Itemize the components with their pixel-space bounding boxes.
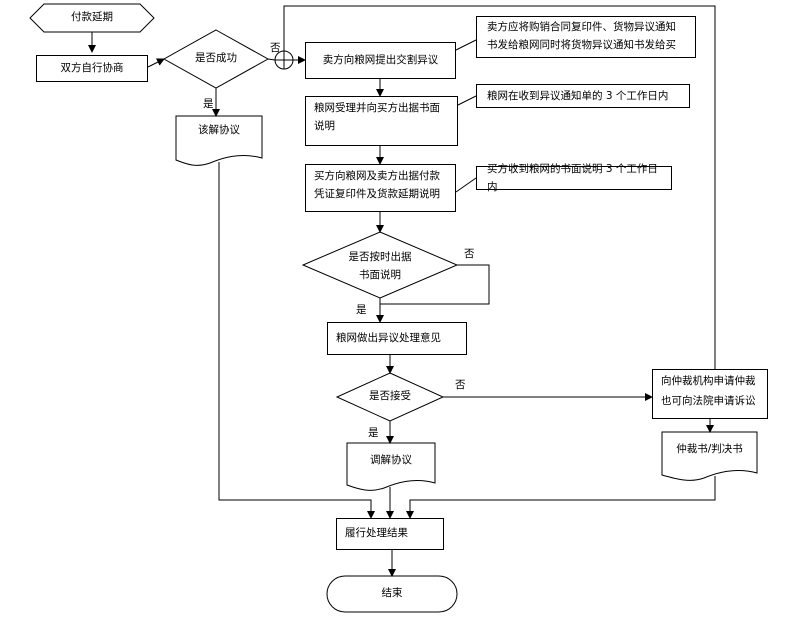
grain-accept-line-2: 说明 bbox=[314, 120, 335, 133]
edge-label-yes-3: 是 bbox=[368, 427, 379, 439]
accept-decision-label: 是否接受 bbox=[369, 390, 411, 402]
mediation-document-label: 调解协议 bbox=[370, 454, 412, 466]
opinion-process: 粮网做出异议处理意见 bbox=[327, 322, 467, 355]
buyer-submit-note-line-1: 卖方应将购销合同复印件、货物异议通知 bbox=[487, 21, 676, 33]
negotiate-label: 双方自行协商 bbox=[60, 61, 124, 74]
ontime-decision-line-1: 是否按时出据 bbox=[348, 251, 412, 263]
buyer-provide-note: 买方收到粮网的书面说明 3 个工作日内 bbox=[476, 163, 672, 193]
edge-settle-execute bbox=[218, 162, 375, 519]
grain-accept-note-label: 粮网在收到异议通知单的 3 个工作日内 bbox=[487, 89, 669, 102]
award-document-label: 仲裁书/判决书 bbox=[676, 443, 743, 455]
settle-document-shape bbox=[175, 115, 263, 166]
buyer-submit-label: 卖方向粮网提出交割异议 bbox=[322, 53, 439, 66]
edge-award-execute bbox=[406, 476, 716, 519]
buyer-submit-note: 卖方应将购销合同复印件、货物异议通知 书发给粮网同时将货物异议通知书发给买 bbox=[476, 16, 696, 58]
edge-note1-submit bbox=[455, 39, 477, 51]
edge-label-no-2: 否 bbox=[464, 248, 475, 260]
edge-label-yes-2: 是 bbox=[356, 304, 367, 316]
buyer-provide-process: 买方向粮网及卖方出据付款 凭证复印件及货款延期说明 bbox=[305, 164, 456, 212]
edge-label-no-1: 否 bbox=[270, 42, 281, 54]
edge-note3-provide bbox=[455, 177, 477, 193]
edge-negotiate-success bbox=[147, 58, 165, 68]
grain-accept-line-1: 粮网受理并向买方出据书面 bbox=[314, 102, 440, 114]
success-decision-label: 是否成功 bbox=[195, 52, 237, 64]
edge-note2-accept bbox=[457, 95, 477, 106]
start-terminator-shape bbox=[29, 3, 155, 33]
arbitration-line-2: 也可向法院申请诉讼 bbox=[661, 394, 756, 407]
grain-accept-note: 粮网在收到异议通知单的 3 个工作日内 bbox=[476, 84, 690, 108]
ontime-decision-label: 是否按时出据 书面说明 bbox=[330, 248, 430, 285]
edge-arbitration-loop bbox=[283, 5, 716, 369]
execute-label: 履行处理结果 bbox=[345, 527, 408, 540]
start-label: 付款延期 bbox=[71, 11, 113, 24]
edge-ontime-no bbox=[380, 264, 490, 305]
ontime-decision-line-2: 书面说明 bbox=[359, 269, 401, 282]
buyer-submit-process: 卖方向粮网提出交割异议 bbox=[305, 42, 456, 79]
buyer-provide-line-1: 买方向粮网及卖方出据付款 bbox=[314, 170, 440, 182]
end-label: 结束 bbox=[381, 587, 403, 600]
mediation-document-shape bbox=[346, 442, 436, 491]
end-terminator: 结束 bbox=[327, 576, 457, 612]
execute-process: 履行处理结果 bbox=[336, 518, 444, 550]
buyer-submit-note-line-2: 书发给粮网同时将货物异议通知书发给买 bbox=[487, 39, 676, 52]
opinion-label: 粮网做出异议处理意见 bbox=[336, 331, 441, 344]
grain-accept-process: 粮网受理并向买方出据书面 说明 bbox=[305, 96, 458, 146]
edge-success-connector bbox=[267, 58, 276, 61]
edge-label-yes-1: 是 bbox=[203, 98, 214, 110]
buyer-provide-line-2: 凭证复印件及货款延期说明 bbox=[314, 188, 440, 201]
award-document-shape bbox=[661, 431, 758, 481]
buyer-provide-note-label: 买方收到粮网的书面说明 3 个工作日内 bbox=[487, 162, 658, 193]
arbitration-line-1: 向仲裁机构申请仲裁 bbox=[661, 375, 756, 387]
negotiate-process: 双方自行协商 bbox=[36, 55, 148, 82]
edge-label-no-3: 否 bbox=[455, 379, 466, 391]
start-terminator: 付款延期 bbox=[30, 4, 154, 32]
settle-document-label: 该解协议 bbox=[198, 124, 240, 136]
arbitration-process: 向仲裁机构申请仲裁 也可向法院申请诉讼 bbox=[652, 369, 768, 419]
